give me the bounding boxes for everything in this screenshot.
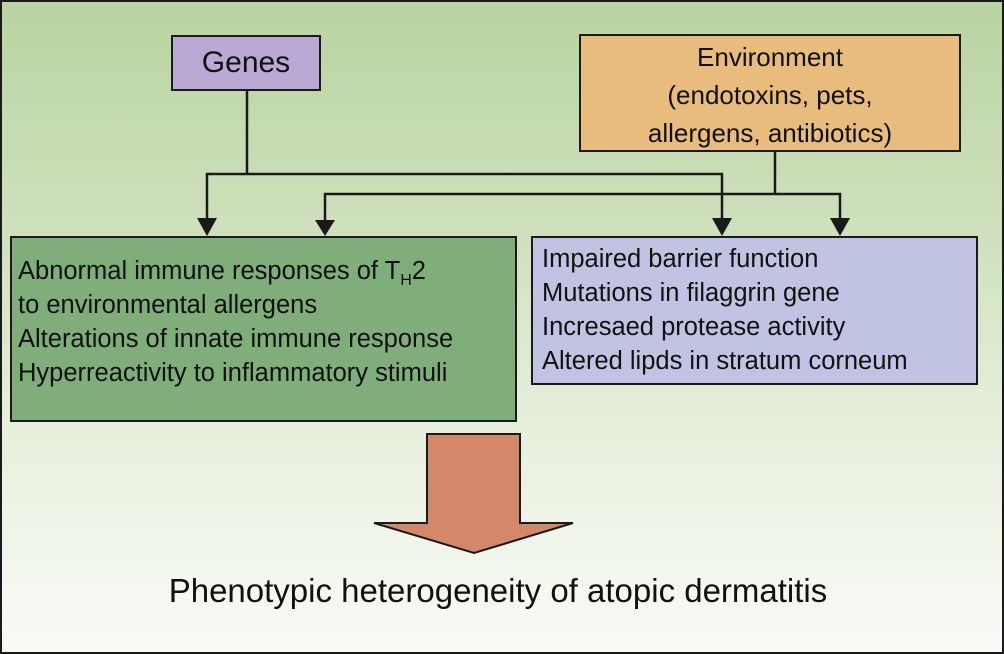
genes-connector-line bbox=[205, 90, 724, 222]
barrier-item: Impaired barrier function bbox=[542, 245, 819, 273]
barrier-item: Altered lipds in stratum corneum bbox=[542, 347, 908, 375]
big-down-arrow-icon bbox=[373, 433, 574, 555]
arrowhead-icon bbox=[712, 218, 732, 236]
arrowhead-icon bbox=[830, 218, 850, 236]
environment-title: Environment bbox=[697, 42, 843, 72]
environment-box: Environment (endotoxins, pets, allergens… bbox=[579, 34, 961, 152]
immune-item: Alterations of innate immune response bbox=[18, 325, 454, 353]
genes-box: Genes bbox=[171, 35, 321, 91]
immune-item: Abnormal immune responses of TH2 bbox=[18, 254, 515, 289]
environment-connector-line bbox=[323, 151, 842, 222]
barrier-function-box: Impaired barrier function Mutations in f… bbox=[531, 236, 978, 385]
arrowhead-icon bbox=[197, 218, 217, 236]
outcome-label: Phenotypic heterogeneity of atopic derma… bbox=[168, 572, 828, 609]
immune-item-suffix: 2 bbox=[411, 257, 426, 285]
immune-item-text: Abnormal immune responses of T bbox=[18, 257, 401, 285]
arrowhead-icon bbox=[315, 220, 335, 236]
environment-detail: allergens, antibiotics) bbox=[647, 118, 893, 148]
environment-detail: (endotoxins, pets, bbox=[667, 80, 873, 110]
immune-item: to environmental allergens bbox=[18, 291, 318, 319]
subscript: H bbox=[400, 272, 412, 289]
barrier-item: Incresaed protease activity bbox=[542, 313, 846, 341]
immune-response-box: Abnormal immune responses of TH2 to envi… bbox=[10, 236, 517, 422]
genes-label: Genes bbox=[201, 46, 291, 79]
immune-item: Hyperreactivity to inflammatory stimuli bbox=[18, 359, 448, 387]
barrier-item: Mutations in filaggrin gene bbox=[542, 279, 840, 307]
